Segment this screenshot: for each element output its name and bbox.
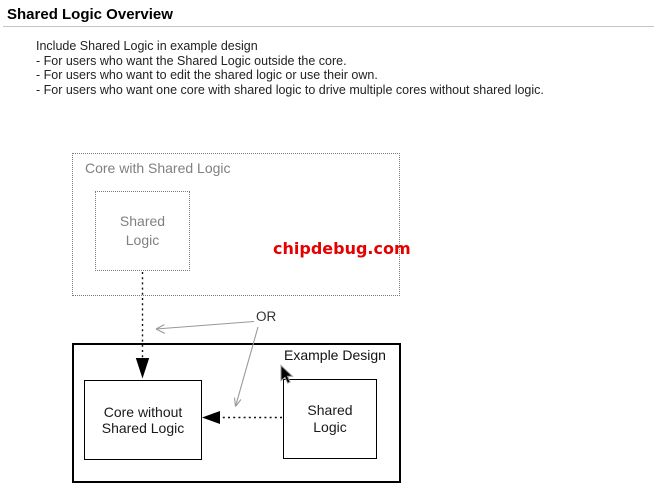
shared-logic-bottom-label-line: Logic [313,419,347,435]
example-design-label: Example Design [284,347,386,363]
or-label: OR [256,309,277,324]
core-with-shared-logic-label: Core with Shared Logic [85,160,231,176]
shared-logic-top-label-line: Shared [119,213,166,229]
watermark-text: chipdebug.com [273,239,411,258]
intro-line: - For users who want the Shared Logic ou… [36,53,347,68]
core-without-label-line: Shared Logic [101,420,185,436]
page-title: Shared Logic Overview [7,6,173,23]
intro-text: Include Shared Logic in example design -… [36,39,544,97]
intro-line: - For users who want to edit the shared … [36,68,378,83]
or-arrow-left [155,320,255,334]
core-without-shared-logic-box: Core without Shared Logic [84,380,202,460]
shared-logic-bottom-box: Shared Logic [283,379,377,459]
intro-line: - For users who want one core with share… [36,82,544,97]
core-without-label-line: Core without [103,404,183,420]
intro-line: Include Shared Logic in example design [36,39,258,53]
shared-logic-bottom-label-line: Shared [307,402,353,418]
shared-logic-top-label-line: Logic [125,232,160,248]
core-with-shared-logic-box [72,153,400,296]
shared-logic-top-box: Shared Logic [95,191,190,271]
title-divider [3,26,654,27]
